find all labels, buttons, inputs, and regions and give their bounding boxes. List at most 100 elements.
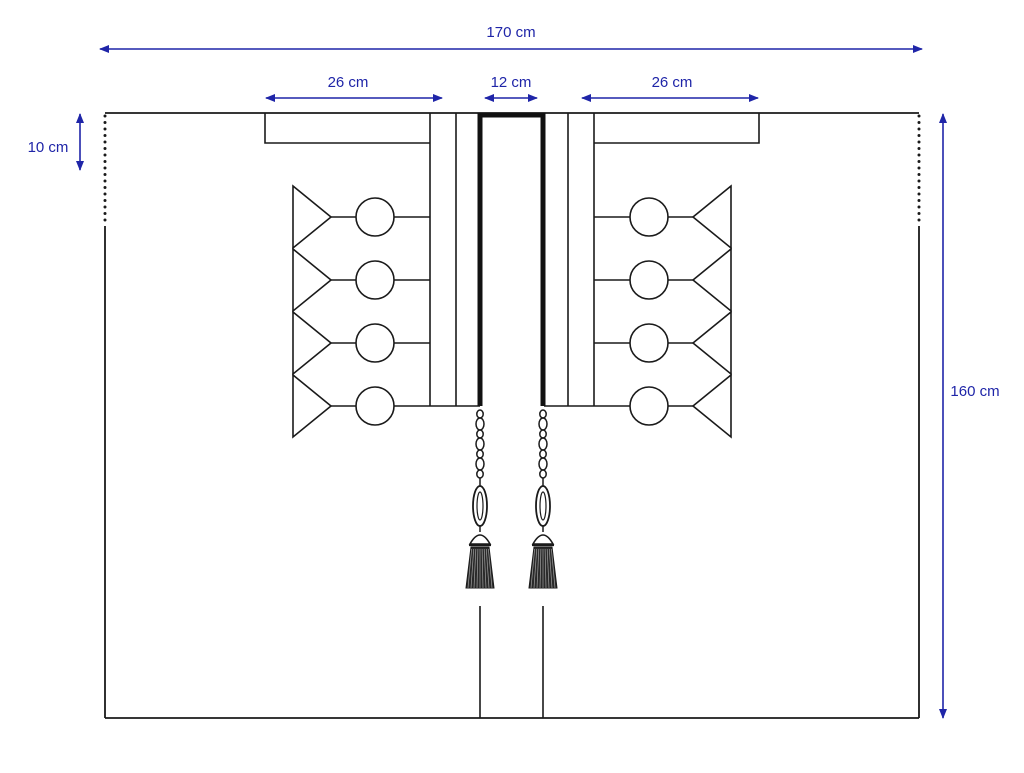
tassel-bead	[539, 429, 547, 439]
top-band-left-box	[264, 113, 430, 144]
fold-dot	[917, 121, 921, 124]
vertical-strips	[429, 113, 595, 407]
tassel-bead	[476, 449, 484, 459]
tassel-bead	[538, 457, 548, 471]
fold-dot	[103, 192, 107, 196]
tassel-fringe-strand	[467, 548, 472, 589]
top-band	[264, 113, 760, 144]
tassel-bead	[476, 409, 484, 419]
tassel-fringe-strand	[483, 548, 487, 589]
fold-dot	[917, 179, 921, 183]
tassel-cap	[531, 534, 555, 545]
dimension-left-panel: 26 cm	[265, 74, 443, 102]
tassel-fringe-strand	[551, 548, 556, 589]
tassel-bead	[538, 417, 548, 431]
tassel-large-bead-inner	[539, 491, 547, 521]
fold-dot	[917, 127, 921, 131]
tassel-fringe-strand	[533, 548, 538, 589]
tassel-bead	[538, 437, 548, 451]
tassel-left	[465, 409, 495, 589]
tassel-bead	[539, 469, 547, 479]
ornaments-left	[292, 184, 430, 439]
dimension-height-total: 160 cm	[939, 113, 1000, 719]
fold-dot	[917, 186, 921, 189]
tassel-fringe-strand	[485, 548, 490, 589]
circle-ornament	[629, 260, 669, 300]
dimension-label-total-height: 160 cm	[950, 383, 999, 400]
circle-ornament	[355, 323, 395, 363]
triangle-ornament	[292, 247, 333, 313]
fold-dot	[103, 205, 107, 209]
fold-dot	[103, 166, 107, 170]
dimension-label-right-panel: 26 cm	[652, 74, 693, 91]
tassel-right	[528, 409, 558, 589]
triangle-ornament	[292, 373, 333, 439]
tassel-fringe-strand	[530, 548, 535, 589]
fold-dotted-edges	[103, 114, 921, 222]
dimension-width-total: 170 cm	[99, 24, 923, 53]
fold-dots-right	[917, 114, 921, 222]
fold-dot	[103, 153, 107, 157]
fold-dot	[103, 114, 107, 118]
tassel-bead	[475, 457, 485, 471]
fold-dot	[103, 134, 107, 137]
fold-dot	[917, 192, 921, 196]
dimension-center-panel: 12 cm	[484, 74, 538, 102]
triangle-ornament	[691, 373, 732, 439]
fold-dot	[917, 205, 921, 209]
tassel-bead	[475, 437, 485, 451]
circle-ornament	[355, 197, 395, 237]
fold-dot	[917, 166, 921, 170]
dimension-label-center-panel: 12 cm	[491, 74, 532, 91]
tassel-fringe-strand	[470, 548, 475, 589]
fold-dot	[103, 218, 107, 222]
fold-dot	[103, 140, 107, 144]
tassel-fringe-strand	[481, 548, 484, 589]
circle-ornament	[355, 386, 395, 426]
tassel-large-bead-inner	[476, 491, 484, 521]
center-opening-frame	[477, 112, 546, 406]
tassel-fringe-strand	[539, 548, 542, 589]
tassel-fringe-strand	[544, 548, 547, 589]
tassel-bead	[476, 469, 484, 479]
fold-dot	[103, 147, 107, 150]
tassel-fringe-strand	[546, 548, 550, 589]
circle-ornament	[629, 386, 669, 426]
tassel-fringe-strand	[536, 548, 540, 589]
tassel-fringe-strand	[473, 548, 477, 589]
fold-dot	[103, 127, 107, 131]
fold-dot	[917, 212, 921, 215]
fold-dot	[917, 140, 921, 144]
fold-dot	[103, 199, 107, 202]
dimension-label-top-band: 10 cm	[28, 139, 69, 156]
tassel-bead	[475, 417, 485, 431]
fold-dot	[917, 147, 921, 150]
fold-dot	[103, 186, 107, 189]
tassel-fringe-strand	[548, 548, 553, 589]
fold-dot	[103, 179, 107, 183]
tassel-bead	[539, 449, 547, 459]
triangle-ornament	[691, 310, 732, 376]
triangle-ornament	[292, 310, 333, 376]
dimension-right-panel: 26 cm	[581, 74, 759, 102]
fold-dot	[103, 121, 107, 124]
tassel-bead	[539, 409, 547, 419]
fold-dot	[103, 160, 107, 163]
fold-dot	[103, 212, 107, 215]
fold-dot	[103, 173, 107, 176]
fold-dot	[917, 114, 921, 118]
ornaments-right	[594, 184, 732, 439]
circle-ornament	[355, 260, 395, 300]
tassel-fringe-strand	[488, 548, 493, 589]
curtain-outline	[104, 112, 920, 719]
center-opening	[477, 112, 546, 718]
tassel-cap	[468, 534, 492, 545]
fold-dot	[917, 134, 921, 137]
dimension-label-total-width: 170 cm	[486, 24, 535, 41]
triangle-ornament	[292, 184, 333, 250]
fold-dot	[917, 160, 921, 163]
fold-dot	[917, 199, 921, 202]
circle-ornament	[629, 197, 669, 237]
